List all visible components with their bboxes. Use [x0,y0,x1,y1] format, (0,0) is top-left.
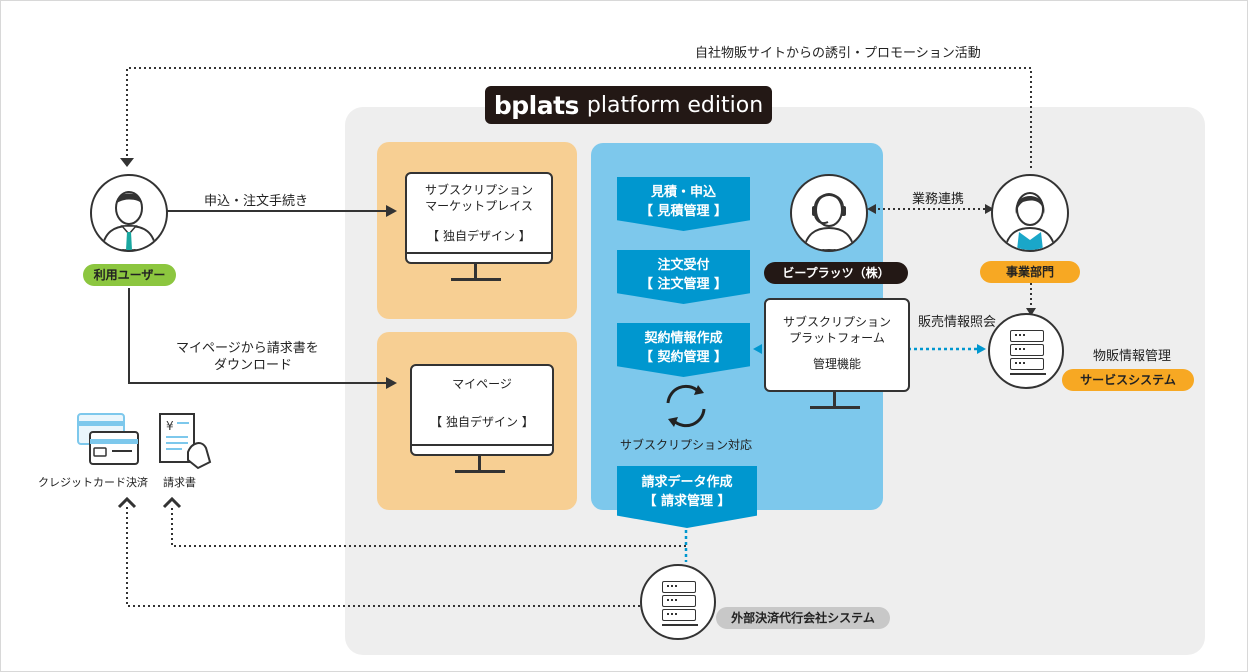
credit-line [126,505,640,607]
invoice-line [171,505,686,547]
promo-line [126,67,1032,168]
monitor-base [451,278,501,281]
platform-monitor: サブスクリプション プラットフォーム 管理機能 [764,298,910,392]
apply-label: 申込・注文手続き [204,194,309,209]
step-estimate-title: 見積・申込 [650,185,716,200]
marketplace-design: 【 独自デザイン 】 [427,229,531,243]
yen-symbol: ¥ [166,419,174,433]
cycle-label: サブスクリプション対応 [620,438,753,452]
credit-card-icon [77,413,139,465]
mypage-title: マイページ [452,377,512,391]
mypage-arrow [128,288,387,384]
marketplace-line1: サブスクリプション [424,183,533,197]
business-link-label: 業務連携 [912,192,965,207]
product-title: bplats platform edition [485,86,772,124]
brand-name: bplats [493,90,580,120]
business-link-head-right [985,204,994,214]
platform-line2: プラットフォーム [789,331,885,345]
platform-line1: サブスクリプション [782,315,891,329]
bplats-badge: ビープラッツ（株） [764,262,908,284]
headset-person-icon [802,193,856,250]
step-contract: 契約情報作成 【 契約管理 】 [617,323,750,377]
step-order-title: 注文受付 [657,258,710,273]
cycle-icon [666,384,706,428]
business-person-icon [1003,192,1057,250]
monitor-stand [478,456,481,470]
monitor-base [455,470,505,473]
step-order-sub: 【 注文管理 】 [639,277,728,292]
marketplace-monitor: サブスクリプション マーケットプレイス 【 独自デザイン 】 [405,172,553,264]
mypage-arrow-head [386,377,397,389]
user-badge: 利用ユーザー [83,264,176,286]
service-badge: サービスシステム [1062,369,1194,391]
invoice-up-chevron [162,496,182,509]
step-order: 注文受付 【 注文管理 】 [617,250,750,304]
sales-info-head-left [753,344,762,354]
external-server-icon [640,564,716,640]
step-billing: 請求データ作成 【 請求管理 】 [617,466,757,528]
external-badge: 外部決済代行会社システム [716,607,890,629]
step-contract-title: 契約情報作成 [644,331,723,346]
operator-avatar [790,174,868,252]
promo-arrow-head [120,158,134,167]
mypage-label-line1: マイページから請求書を [176,341,319,356]
step-estimate: 見積・申込 【 見積管理 】 [617,177,750,231]
sales-info-head-right [977,344,986,354]
monitor-base [810,406,860,409]
business-avatar [991,174,1069,252]
credit-up-chevron [117,496,137,509]
monitor-bezel [407,252,551,262]
business-badge: 事業部門 [980,261,1080,283]
mypage-label-line2: ダウンロード [214,358,293,373]
invoice-icon: ¥ [159,413,212,470]
promo-label: 自社物販サイトからの誘引・プロモーション活動 [695,46,981,61]
monitor-bezel [412,444,552,454]
step-contract-sub: 【 契約管理 】 [639,350,728,365]
invoice-label: 請求書 [163,476,196,489]
step-billing-sub: 【 請求管理 】 [643,494,731,509]
apply-arrow-head [386,205,397,217]
sales-mgmt-label: 物販情報管理 [1093,349,1172,364]
user-person-icon [100,191,158,250]
marketplace-line2: マーケットプレイス [425,199,533,213]
business-down-head [1026,308,1036,316]
mypage-monitor: マイページ 【 独自デザイン 】 [410,364,554,456]
sales-info-label: 販売情報照会 [918,315,997,330]
user-avatar [90,174,168,252]
service-server-icon [988,313,1064,389]
credit-label: クレジットカード決済 [38,476,148,489]
step-billing-title: 請求データ作成 [641,475,733,490]
step-estimate-sub: 【 見積管理 】 [639,204,728,219]
monitor-stand [833,390,836,406]
mypage-design: 【 独自デザイン 】 [430,415,534,429]
monitor-stand [474,264,477,278]
edition-name: platform edition [586,92,764,118]
platform-func: 管理機能 [812,357,861,371]
business-link-head-left [867,204,876,214]
